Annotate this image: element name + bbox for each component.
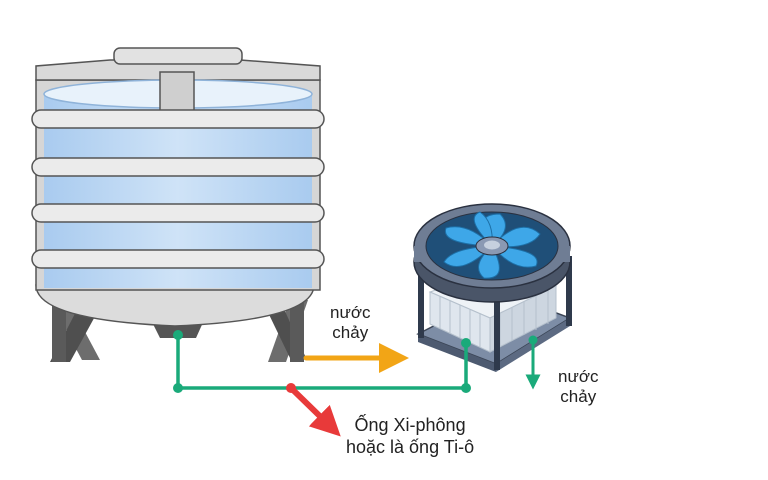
flow-label-left-line1: nước xyxy=(330,303,371,322)
water-tank xyxy=(31,47,325,362)
pipe-joints xyxy=(173,330,471,393)
flow-label-left: nước chảy xyxy=(330,303,370,343)
flow-label-right-line2: chảy xyxy=(560,387,597,406)
pipe-label: Ống Xi-phông hoặc là ống Ti-ô xyxy=(346,414,474,458)
flow-label-right-line1: nước xyxy=(558,367,599,386)
pipe-label-line1: Ống Xi-phông xyxy=(354,415,466,435)
flow-label-right: nước chảy xyxy=(558,367,598,407)
siphon-pipe xyxy=(176,333,468,390)
pointer-arrow xyxy=(286,383,341,437)
outflow-arrow xyxy=(525,335,541,390)
cpu-cooler xyxy=(413,203,572,372)
tank-ribs xyxy=(31,109,325,269)
pipe-label-line2: hoặc là ống Ti-ô xyxy=(346,437,475,457)
flow-label-left-line2: chảy xyxy=(332,323,369,342)
